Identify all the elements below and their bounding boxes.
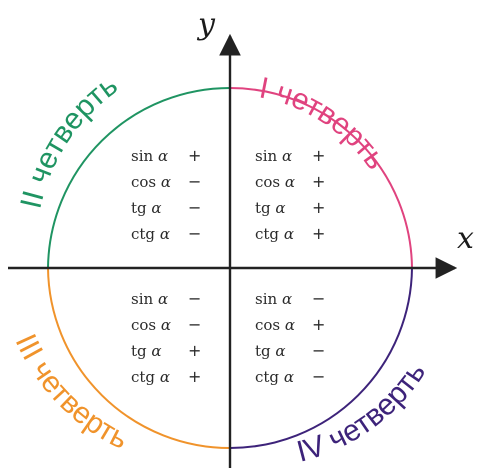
sign-sin: + (312, 146, 325, 165)
quadrant-3-sign-table: sin α −cos α− tg α + ctg α + (131, 289, 201, 386)
sign-tg: − (188, 198, 201, 217)
function-label-ctg: ctg α (255, 368, 294, 386)
sign-ctg: + (188, 367, 201, 386)
sign-ctg: − (312, 367, 325, 386)
sign-cos: + (312, 172, 325, 191)
quadrant-2-arc (47, 87, 231, 269)
sign-sin: + (188, 146, 201, 165)
function-label-cos: cos α (255, 173, 295, 191)
function-label-sin: sin α (131, 290, 168, 308)
function-label-cos: cos α (255, 316, 295, 334)
function-label-cos: cos α (131, 173, 171, 191)
sign-cos: − (188, 172, 201, 191)
quadrant-2-sign-table: sin α+cos α−tg α−ctg α− (131, 146, 201, 243)
function-label-sin: sin α (255, 147, 292, 165)
function-label-ctg: ctg α (255, 225, 294, 243)
function-label-cos: cos α (131, 316, 171, 334)
function-label-ctg: ctg α (131, 225, 170, 243)
sign-cos: − (188, 315, 201, 334)
sign-tg: + (188, 341, 201, 360)
quadrant-3-label: III четверть (9, 329, 134, 456)
x-axis-label: x (457, 221, 474, 256)
sign-ctg: + (312, 224, 325, 243)
y-axis-label: y (196, 7, 216, 42)
quadrant-2-label: II четверть (15, 69, 124, 212)
function-label-tg: tg α (131, 342, 162, 360)
sign-sin: − (312, 289, 325, 308)
quadrant-4-sign-table: sin α−cos α+tg α−ctg α− (255, 289, 325, 386)
sign-tg: + (312, 198, 325, 217)
sign-cos: + (312, 315, 325, 334)
function-label-tg: tg α (131, 199, 162, 217)
quadrant-1-arc (229, 87, 413, 269)
function-label-sin: sin α (131, 147, 168, 165)
sign-sin: − (188, 289, 201, 308)
function-label-tg: tg α (255, 199, 286, 217)
function-label-tg: tg α (255, 342, 286, 360)
quadrant-3-arc (47, 267, 231, 449)
sign-ctg: − (188, 224, 201, 243)
function-label-sin: sin α (255, 290, 292, 308)
function-label-ctg: ctg α (131, 368, 170, 386)
sign-tg: − (312, 341, 325, 360)
quadrant-1-sign-table: sin α + cos α + tg α + ctg α + (255, 146, 325, 243)
quadrant-4-arc (229, 267, 413, 449)
